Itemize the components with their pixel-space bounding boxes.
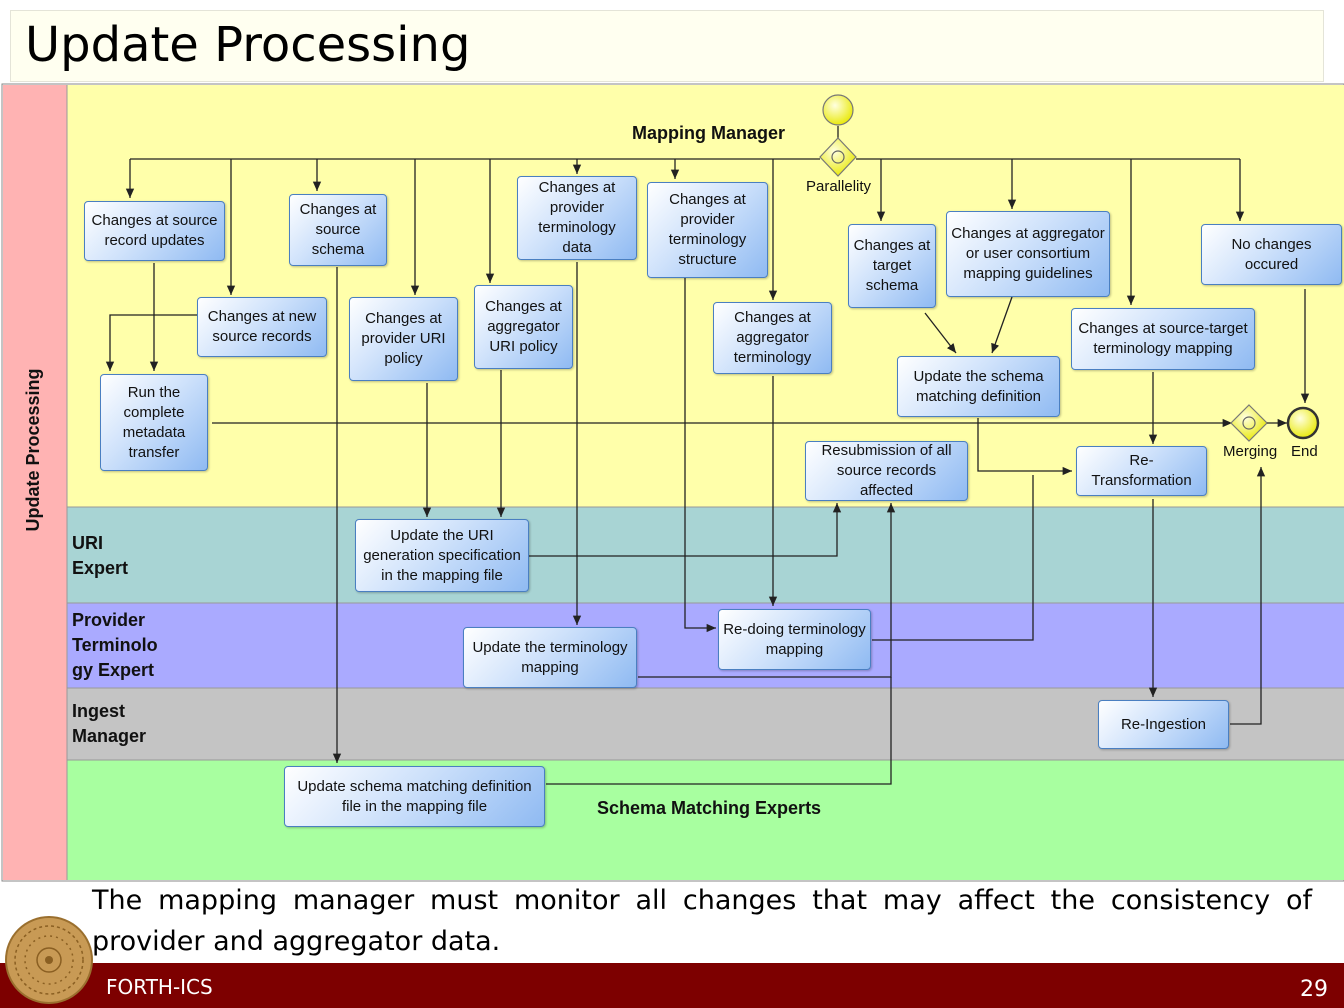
task-resubmission: Resubmission of all source records affec… xyxy=(805,441,968,501)
task-update-schema-matching-definition: Update the schema matching definition xyxy=(897,356,1060,417)
task-source-target-terminology-mapping: Changes at source-target terminology map… xyxy=(1071,308,1255,370)
slide-title: Update Processing xyxy=(25,17,471,73)
task-update-schema-matching-file: Update schema matching definition file i… xyxy=(284,766,545,827)
lane-schema-matching-experts xyxy=(67,760,1344,880)
lane-label-uri-expert: URI Expert xyxy=(72,533,129,578)
task-aggregator-uri-policy: Changes at aggregator URI policy xyxy=(474,285,573,369)
page-number: 29 xyxy=(1300,977,1328,1002)
task-target-schema: Changes at target schema xyxy=(848,224,936,308)
task-aggregator-terminology: Changes at aggregator terminology xyxy=(713,302,832,374)
merging-label: Merging xyxy=(1223,443,1278,460)
parallelity-label: Parallelity xyxy=(806,178,872,195)
task-update-uri-generation: Update the URI generation specification … xyxy=(355,519,529,592)
task-re-ingestion: Re-Ingestion xyxy=(1098,700,1229,749)
slide-caption: The mapping manager must monitor all cha… xyxy=(92,885,1312,957)
start-event xyxy=(822,94,854,126)
task-source-schema: Changes at source schema xyxy=(289,194,387,266)
task-aggregator-guidelines: Changes at aggregator or user consortium… xyxy=(946,211,1110,297)
pool-frame xyxy=(1,83,1344,882)
task-source-record-updates: Changes at source record updates xyxy=(84,201,225,261)
lane-provider-terminology-expert xyxy=(67,603,1344,688)
task-redoing-terminology-mapping: Re-doing terminology mapping xyxy=(718,609,871,670)
footer-organization: FORTH-ICS xyxy=(106,975,213,999)
merging-gateway xyxy=(1230,404,1268,442)
task-no-changes: No changes occured xyxy=(1201,224,1342,285)
lane-label-schema-matching-experts: Schema Matching Experts xyxy=(597,798,822,818)
pool-label: Update Processing xyxy=(23,368,43,532)
lane-uri-expert xyxy=(67,507,1344,603)
task-provider-uri-policy: Changes at provider URI policy xyxy=(349,297,458,381)
lane-label-mapping-manager: Mapping Manager xyxy=(632,123,786,143)
end-label: End xyxy=(1291,443,1318,460)
lane-label-ingest-manager: Ingest Manager xyxy=(72,701,147,746)
task-update-terminology-mapping: Update the terminology mapping xyxy=(463,627,637,688)
end-event xyxy=(1286,406,1320,440)
pool-header xyxy=(3,85,67,880)
seal-logo xyxy=(5,916,93,1004)
task-re-transformation: Re-Transformation xyxy=(1076,446,1207,496)
footer-bar: FORTH-ICS 29 xyxy=(0,963,1344,1008)
parallelity-gateway xyxy=(819,137,857,177)
task-provider-terminology-structure: Changes at provider terminology structur… xyxy=(647,182,768,278)
task-run-complete-transfer: Run the complete metadata transfer xyxy=(100,374,208,471)
lane-label-provider-terminology-expert: Provider Terminolo gy Expert xyxy=(72,610,158,680)
slide-title-bar: Update Processing xyxy=(10,10,1324,82)
task-provider-terminology-data: Changes at provider terminology data xyxy=(517,176,637,260)
task-new-source-records: Changes at new source records xyxy=(197,297,327,357)
